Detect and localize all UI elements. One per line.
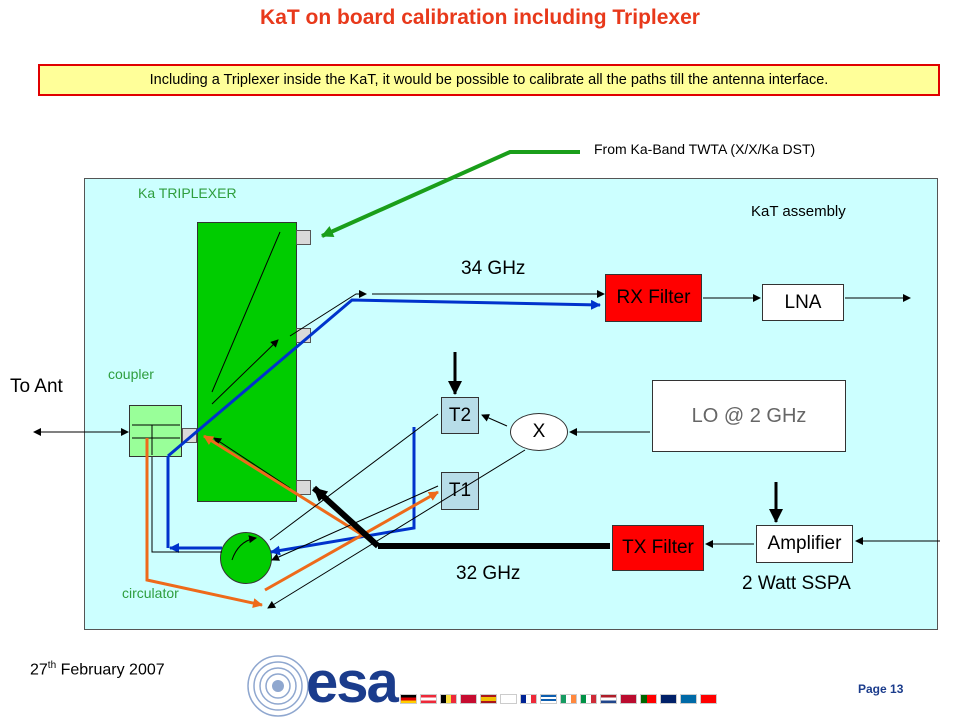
triplexer-port-middle <box>296 328 311 343</box>
date-suffix: th <box>47 660 57 671</box>
flag-icon <box>640 694 657 704</box>
triplexer-port-top <box>296 230 311 245</box>
flag-icon <box>540 694 557 704</box>
flag-icon <box>580 694 597 704</box>
amplifier-block: Amplifier <box>756 525 853 563</box>
flag-icon <box>520 694 537 704</box>
page-number: Page 13 <box>858 682 904 696</box>
page-title: KaT on board calibration including Tripl… <box>260 6 700 29</box>
flag-icon <box>440 694 457 704</box>
esa-wordmark: esa <box>306 650 399 715</box>
flag-icon <box>420 694 437 704</box>
flag-icon <box>560 694 577 704</box>
triplexer-port-left <box>182 428 197 443</box>
triplexer-label: Ka TRIPLEXER <box>138 185 237 201</box>
circulator-block <box>220 532 272 584</box>
esa-swirl-icon <box>247 655 309 717</box>
t2-block: T2 <box>441 397 479 434</box>
sspa-label: 2 Watt SSPA <box>742 573 851 594</box>
info-banner: Including a Triplexer inside the KaT, it… <box>38 64 940 96</box>
flag-icon <box>400 694 417 704</box>
flag-icon <box>700 694 717 704</box>
lna-block: LNA <box>762 284 844 321</box>
date-label: 27th February 2007 <box>30 660 165 679</box>
rx-frequency-label: 34 GHz <box>461 258 526 279</box>
flag-icon <box>460 694 477 704</box>
flag-icon <box>600 694 617 704</box>
esa-logo: esa <box>244 650 404 718</box>
twta-source-label: From Ka-Band TWTA (X/X/Ka DST) <box>594 141 816 157</box>
mixer-block: X <box>510 413 568 451</box>
circulator-label: circulator <box>122 585 179 601</box>
to-antenna-label: To Ant <box>10 376 63 397</box>
t1-block: T1 <box>441 472 479 510</box>
triplexer-port-bottom <box>296 480 311 495</box>
flag-icon <box>500 694 517 704</box>
assembly-label: KaT assembly <box>751 203 846 220</box>
rx-filter-block: RX Filter <box>605 274 702 322</box>
flag-icon <box>480 694 497 704</box>
flag-icon <box>680 694 697 704</box>
date-day: 27 <box>30 661 48 679</box>
flag-icon <box>660 694 677 704</box>
coupler-block <box>129 405 182 457</box>
member-flags <box>400 694 717 704</box>
date-rest: February 2007 <box>56 661 165 679</box>
coupler-label: coupler <box>108 366 154 382</box>
lo-block: LO @ 2 GHz <box>652 380 846 452</box>
tx-filter-block: TX Filter <box>612 525 704 571</box>
flag-icon <box>620 694 637 704</box>
tx-frequency-label: 32 GHz <box>456 563 521 584</box>
triplexer-block <box>197 222 297 502</box>
